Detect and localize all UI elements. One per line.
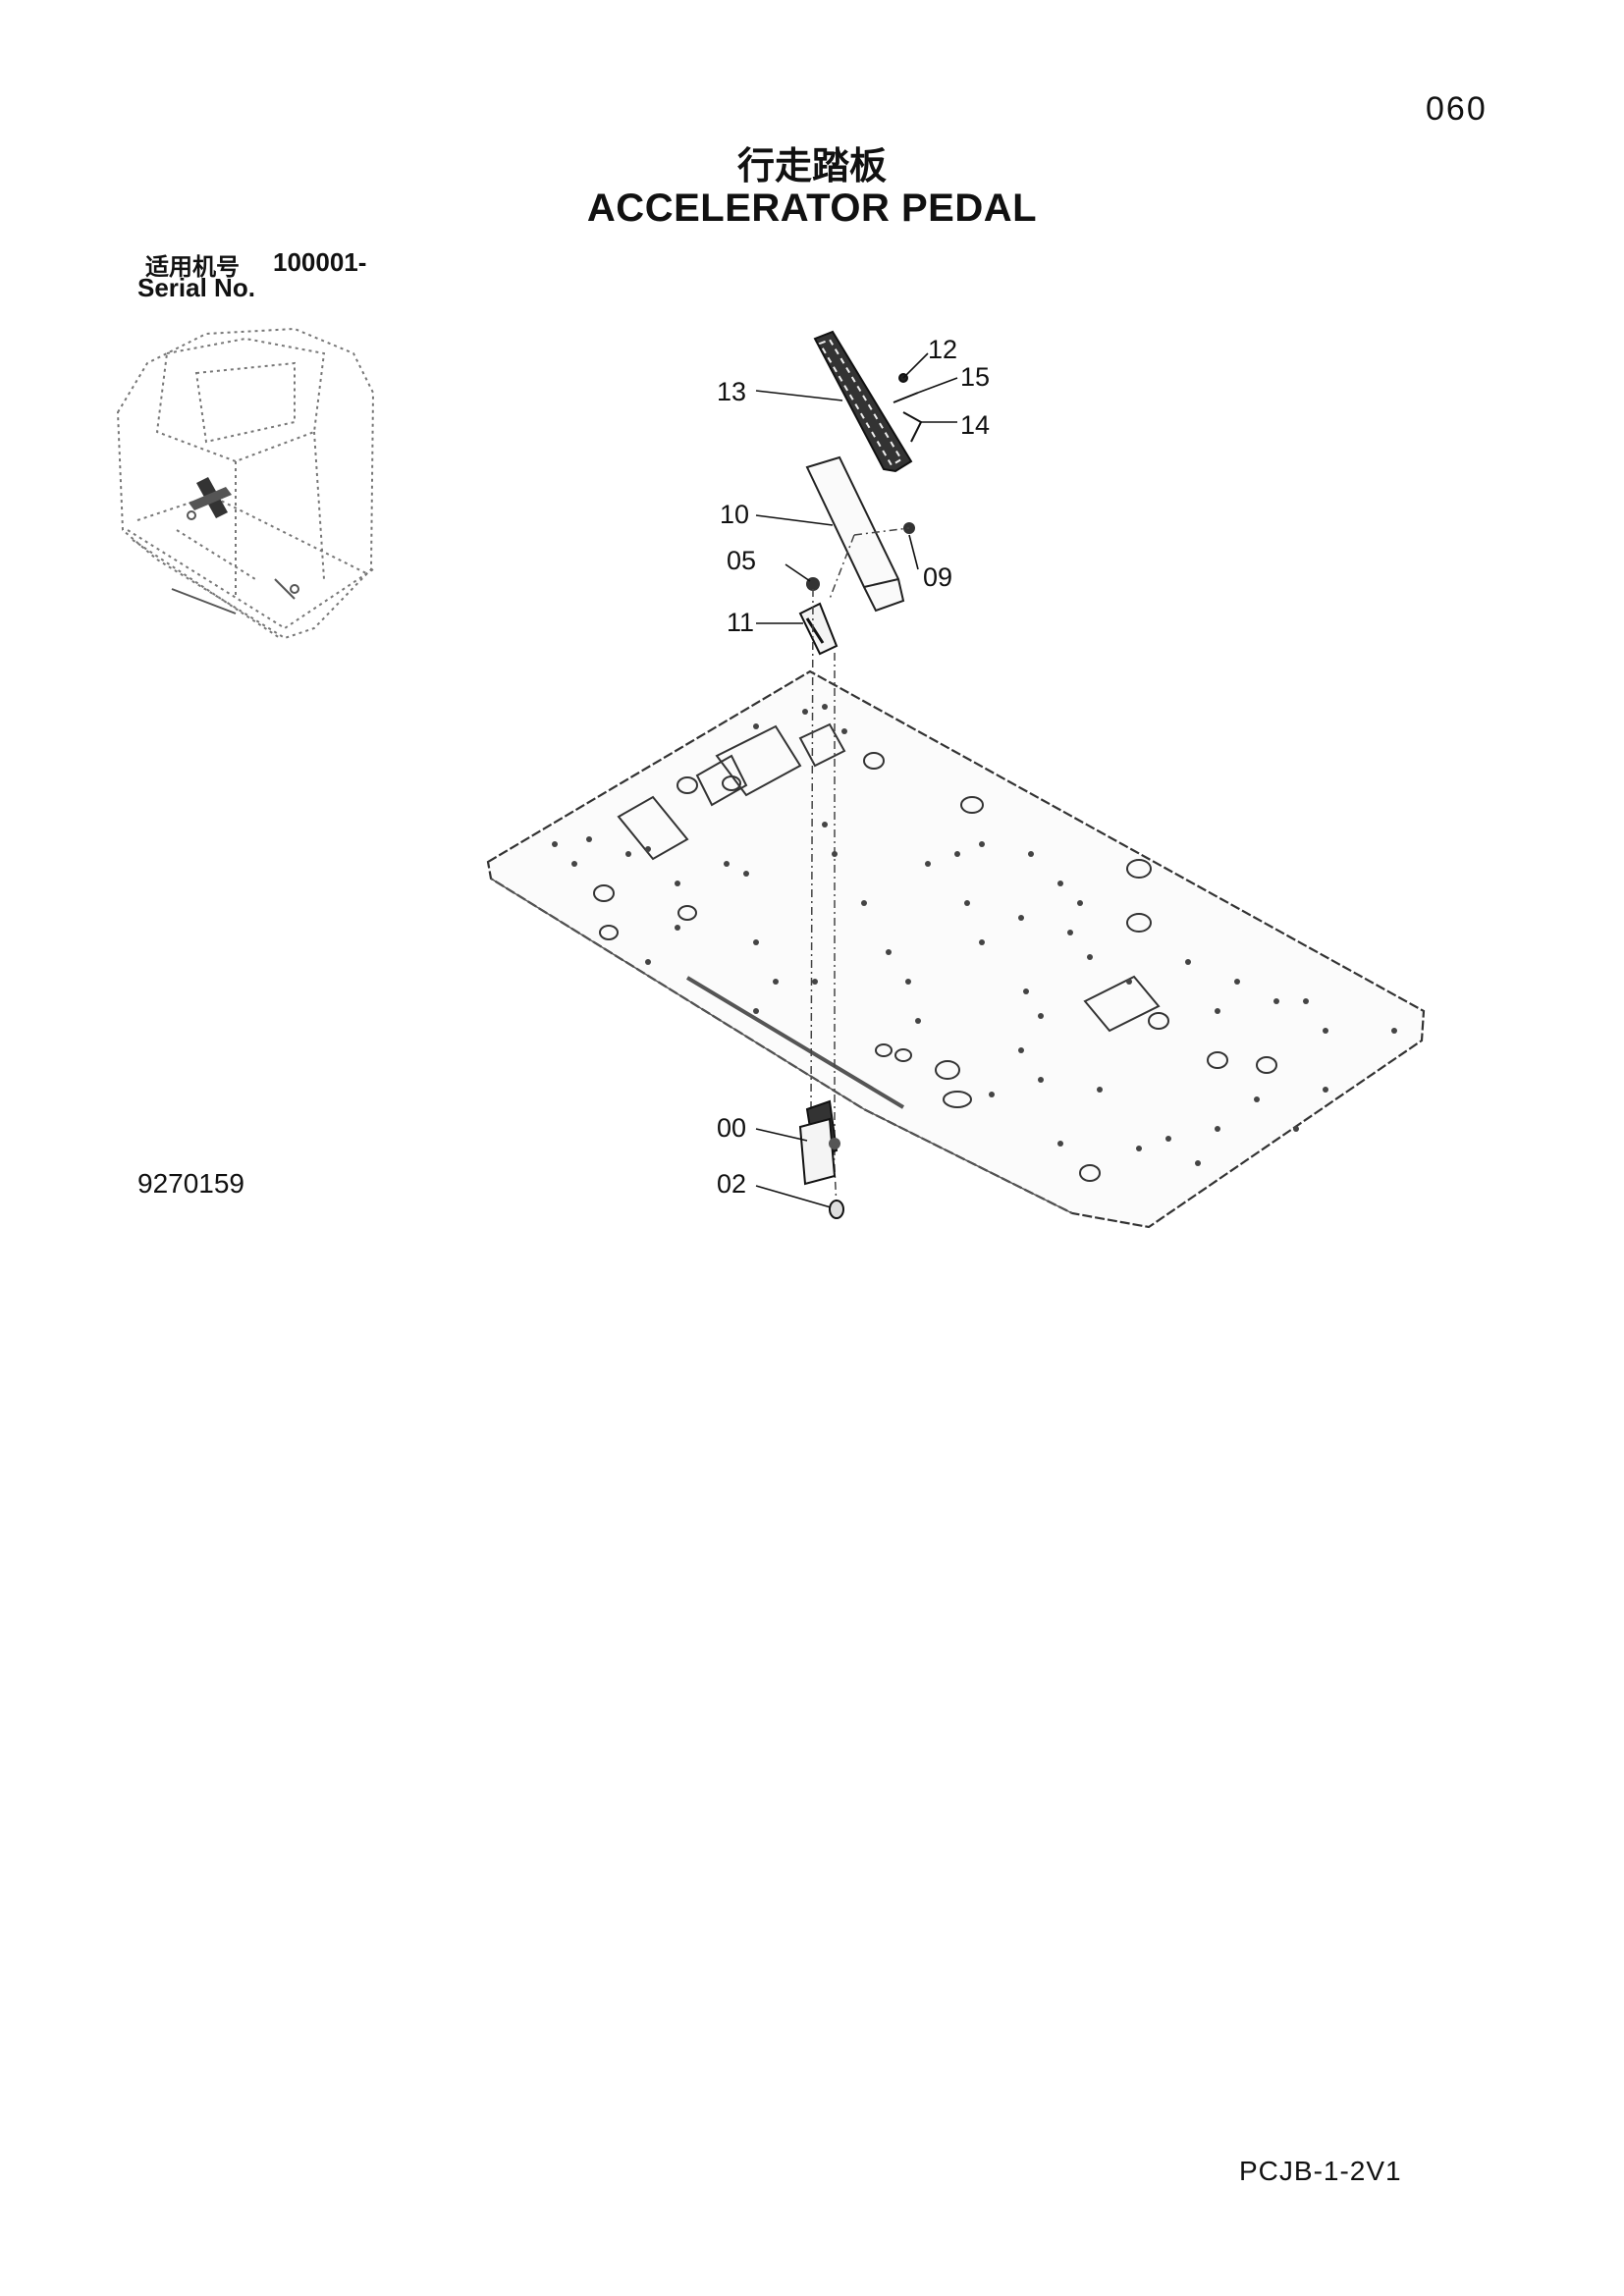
callout-15: 15 <box>960 362 990 392</box>
serial-value: 100001- <box>273 247 367 277</box>
floor-plate <box>486 669 1426 1229</box>
callout-00: 00 <box>717 1113 746 1143</box>
part-11-bracket <box>798 602 839 656</box>
page-title-english: ACCELERATOR PEDAL <box>586 187 1038 230</box>
floor-plate-bolt-holes <box>552 704 1397 1166</box>
part-00-pedal-sensor <box>798 1099 840 1186</box>
serial-label-english: Serial No. <box>137 273 255 302</box>
callout-leader-lines <box>755 352 958 1208</box>
callout-13: 13 <box>717 377 746 406</box>
cab-locator-illustration <box>116 327 375 640</box>
cab-locator-details <box>171 510 299 614</box>
page-number: 060 <box>1426 90 1488 128</box>
floor-plate-cutouts <box>617 722 1161 1033</box>
part-10-pedal-arm <box>805 455 905 613</box>
callout-10: 10 <box>720 500 749 529</box>
floor-plate-holes <box>593 752 1277 1182</box>
callout-11: 11 <box>727 608 754 637</box>
callout-02: 02 <box>717 1169 746 1199</box>
serial-label-chinese: 适用机号 <box>145 253 240 281</box>
drawing-number: 9270159 <box>137 1168 245 1199</box>
callout-09: 09 <box>923 562 952 592</box>
part-02-bolt <box>829 1200 844 1219</box>
page-title-chinese: 行走踏板 <box>736 144 887 187</box>
part-12-15-14-hardware <box>893 373 923 443</box>
cab-locator-pedal-highlight <box>189 477 232 518</box>
callout-12: 12 <box>928 335 957 364</box>
callout-14: 14 <box>960 410 990 440</box>
part-13-pedal-pad <box>813 330 913 473</box>
document-code: PCJB-1-2V1 <box>1239 2156 1402 2186</box>
callout-05: 05 <box>727 546 756 575</box>
